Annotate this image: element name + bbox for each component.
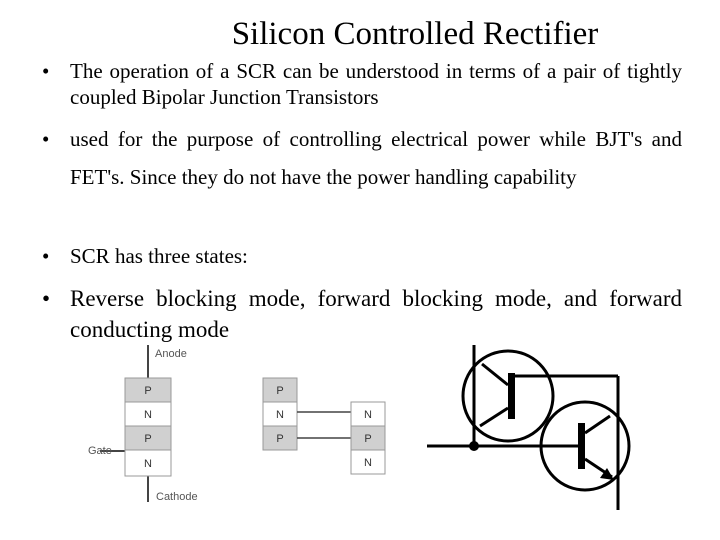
right-layer-n2 bbox=[350, 449, 386, 475]
slide-title: Silicon Controlled Rectifier bbox=[231, 16, 599, 52]
split-transistor-model: P N P N P N bbox=[262, 377, 386, 475]
scr-layer-stack: P N P N Anode Gate Cathode bbox=[88, 345, 198, 503]
pnp-base-bar bbox=[508, 373, 515, 419]
left-layer-n bbox=[262, 401, 298, 427]
bjt-pair-schematic bbox=[427, 345, 631, 510]
npn-emitter-arrow bbox=[600, 468, 614, 480]
bullet-1: The operation of a SCR can be understood… bbox=[42, 58, 682, 110]
left-layer-label: N bbox=[276, 409, 284, 421]
cathode-label: Cathode bbox=[156, 491, 198, 503]
gate-label: Gate bbox=[88, 445, 112, 457]
left-layer-label: P bbox=[276, 433, 283, 445]
junction-dot bbox=[469, 441, 479, 451]
scr-layer-n1 bbox=[124, 401, 172, 427]
left-layer-label: P bbox=[276, 385, 283, 397]
left-layer-p2 bbox=[262, 425, 298, 451]
bullet-3: SCR has three states: bbox=[42, 243, 682, 269]
scr-layer-label: N bbox=[144, 409, 152, 421]
scr-layer-label: N bbox=[144, 458, 152, 470]
right-layer-label: N bbox=[364, 457, 372, 469]
bullet-4: Reverse blocking mode, forward blocking … bbox=[42, 283, 682, 345]
right-layer-label: P bbox=[364, 433, 371, 445]
scr-layer-label: P bbox=[144, 433, 151, 445]
scr-layer-p1 bbox=[124, 377, 172, 403]
pnp-transistor-circle bbox=[461, 349, 555, 443]
left-layer-p bbox=[262, 377, 298, 403]
bullet-2: used for the purpose of controlling elec… bbox=[42, 120, 682, 196]
right-layer-p bbox=[350, 425, 386, 451]
anode-label: Anode bbox=[155, 348, 187, 360]
npn-base-bar bbox=[578, 423, 585, 469]
scr-layer-p2 bbox=[124, 425, 172, 451]
scr-layer-label: P bbox=[144, 385, 151, 397]
scr-layer-n2 bbox=[124, 449, 172, 477]
right-layer-label: N bbox=[364, 409, 372, 421]
